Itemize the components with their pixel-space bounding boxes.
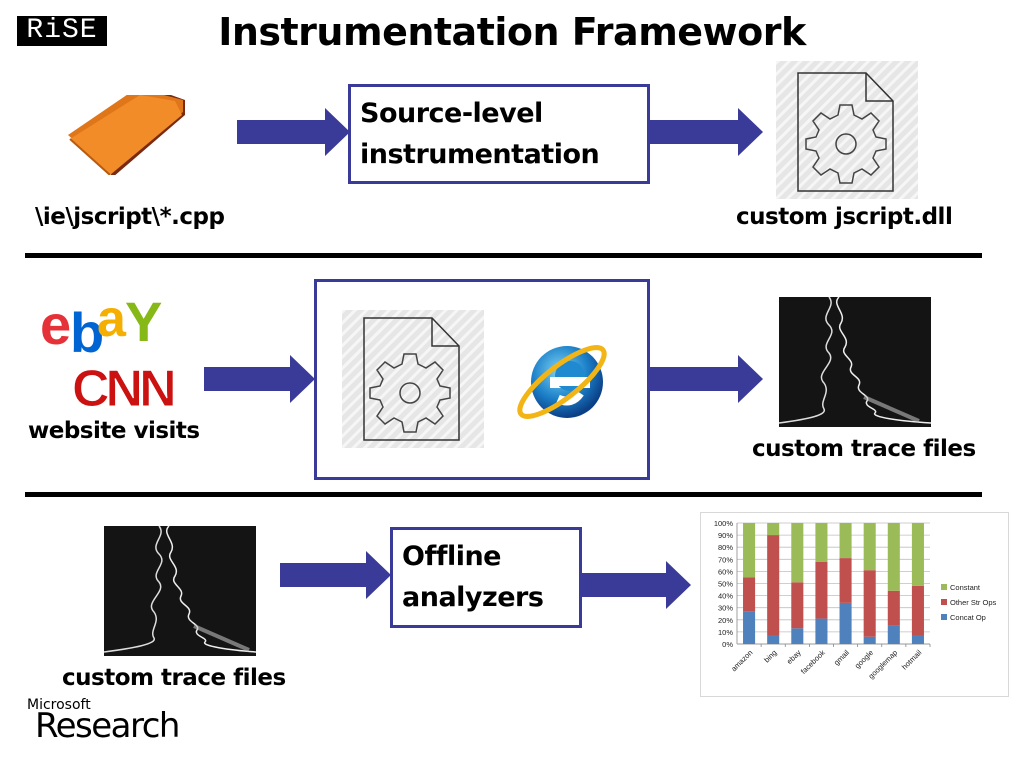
bar-segment xyxy=(887,523,900,591)
ebay-logo: e b a Y xyxy=(40,290,175,364)
bar-segment xyxy=(815,523,828,562)
bar-segment xyxy=(791,628,804,644)
bar-segment xyxy=(767,635,780,644)
bar-segment xyxy=(791,523,804,583)
dll-gear-file-icon xyxy=(342,310,484,448)
legend-label: Other Str Ops xyxy=(950,598,997,607)
bar-segment xyxy=(767,523,780,536)
svg-text:CNN: CNN xyxy=(72,362,174,410)
y-tick-label: 10% xyxy=(718,628,733,637)
bar-segment xyxy=(791,582,804,629)
source-files-label: \ie\jscript\*.cpp xyxy=(35,204,225,230)
box-line: analyzers xyxy=(402,582,544,613)
divider xyxy=(25,253,982,258)
bar-segment xyxy=(863,636,876,644)
bar-segment xyxy=(911,635,924,644)
bar-segment xyxy=(839,602,852,644)
bar-segment xyxy=(863,570,876,637)
svg-text:e: e xyxy=(40,296,70,356)
y-tick-label: 90% xyxy=(718,531,733,540)
trace-image xyxy=(779,297,931,427)
offline-analyzers-box: Offline analyzers xyxy=(390,527,582,628)
bar-segment xyxy=(767,535,780,636)
x-tick-label: gmail xyxy=(832,648,851,667)
box-line: Offline xyxy=(402,541,502,572)
arrow-icon xyxy=(650,108,765,156)
x-tick-label: hotmail xyxy=(900,648,924,672)
trace-files-label: custom trace files xyxy=(752,436,976,462)
internet-explorer-icon xyxy=(512,327,612,427)
bar-segment xyxy=(815,561,828,619)
svg-text:Y: Y xyxy=(125,296,162,353)
bar-segment xyxy=(911,523,924,586)
y-tick-label: 20% xyxy=(718,616,733,625)
legend-swatch xyxy=(941,599,947,605)
page-title: Instrumentation Framework xyxy=(218,10,806,54)
y-tick-label: 80% xyxy=(718,543,733,552)
y-tick-label: 100% xyxy=(714,519,734,528)
bar-segment xyxy=(887,625,900,644)
output-dll-label: custom jscript.dll xyxy=(736,204,953,230)
y-tick-label: 70% xyxy=(718,555,733,564)
instrumented-browser-box xyxy=(314,279,650,480)
arrow-icon xyxy=(650,355,765,403)
box-line: instrumentation xyxy=(360,139,600,170)
legend-swatch xyxy=(941,584,947,590)
bar-segment xyxy=(743,577,756,612)
y-tick-label: 50% xyxy=(718,580,733,589)
arrow-icon xyxy=(580,561,693,609)
legend-label: Constant xyxy=(950,583,981,592)
research-brand: Research xyxy=(35,706,180,746)
bar-segment xyxy=(863,523,876,571)
y-tick-label: 30% xyxy=(718,604,733,613)
svg-text:a: a xyxy=(97,296,127,348)
bar-segment xyxy=(911,585,924,636)
bar-segment xyxy=(743,611,756,644)
x-tick-label: ebay xyxy=(785,648,803,666)
bar-segment xyxy=(839,523,852,559)
dll-gear-file-icon xyxy=(776,61,918,199)
x-tick-label: facebook xyxy=(799,648,827,676)
x-tick-label: bing xyxy=(762,648,778,664)
legend-label: Concat Op xyxy=(950,613,986,622)
x-tick-label: google xyxy=(853,648,875,670)
microsoft-brand: Microsoft xyxy=(27,697,91,713)
box-line: Source-level xyxy=(360,98,543,129)
bar-segment xyxy=(815,618,828,644)
bar-segment xyxy=(887,590,900,626)
y-tick-label: 0% xyxy=(722,640,733,649)
cnn-logo: CNN xyxy=(72,360,179,419)
arrow-icon xyxy=(280,551,393,599)
y-tick-label: 40% xyxy=(718,592,733,601)
divider xyxy=(25,492,982,497)
legend-swatch xyxy=(941,614,947,620)
x-tick-label: amazon xyxy=(729,648,754,673)
folder-icon xyxy=(65,85,190,177)
trace-files-label: custom trace files xyxy=(62,665,286,691)
arrow-icon xyxy=(237,108,352,156)
y-tick-label: 60% xyxy=(718,567,733,576)
trace-image xyxy=(104,526,256,656)
rise-logo: RiSE xyxy=(17,16,107,46)
source-level-instrumentation-box: Source-level instrumentation xyxy=(348,84,650,184)
arrow-icon xyxy=(204,355,317,403)
bar-segment xyxy=(839,558,852,603)
bar-segment xyxy=(743,523,756,578)
website-visits-label: website visits xyxy=(28,418,200,444)
